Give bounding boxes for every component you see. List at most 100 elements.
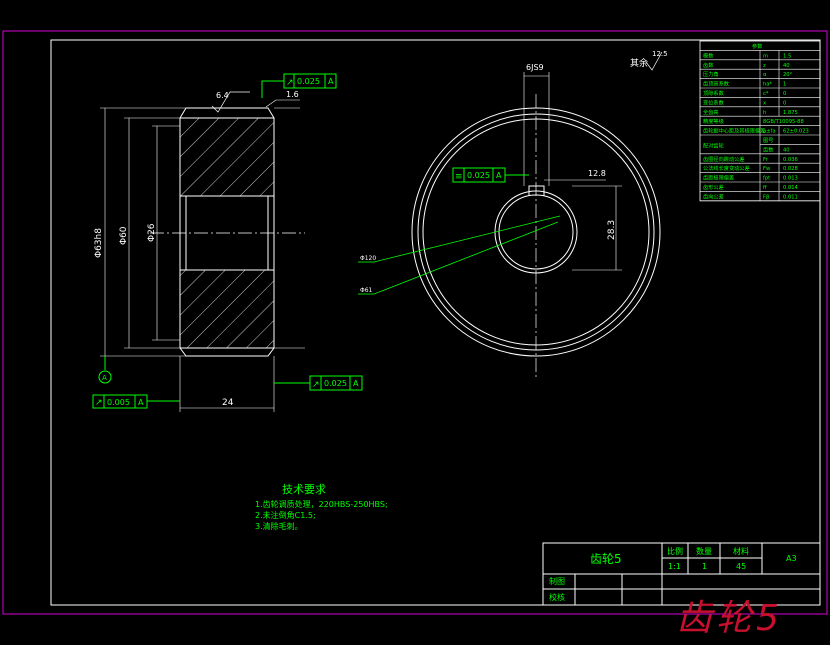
dim-outer-diameter: Φ63h8 (94, 228, 104, 258)
gear-table-value: 8GB/T10095-88 (763, 119, 804, 125)
datum-a-label: A (102, 374, 107, 382)
gear-table-value: 20° (783, 72, 793, 78)
title-block: 齿轮5 比例 数量 材料 1:1 1 45 A3 制图 校核 (542, 542, 821, 606)
svg-text:↗: ↗ (95, 398, 103, 408)
tech-requirements: 技术要求 1.齿轮调质处理，220HBS-250HBS; 2.未注倒角C1.5;… (255, 483, 388, 531)
material-value: 45 (736, 562, 746, 571)
gear-table-header: 参数 (752, 42, 763, 50)
tol-br-datum: A (353, 379, 359, 388)
gear-table-tol-param: 齿形公差 (703, 183, 724, 191)
dim-key-right: 12.8 (588, 169, 606, 178)
gear-table-tol-value: 0.028 (783, 166, 798, 172)
scale-value: 1:1 (668, 562, 681, 571)
tol-bl-datum: A (138, 398, 144, 407)
gear-table-tol-param: 齿圈径向跳动公差 (703, 155, 745, 163)
qty-value: 1 (702, 562, 707, 571)
gear-table-param: 齿轮副中心距及其极限偏差 (703, 127, 765, 135)
gear-table-tol-symbol: Fr (763, 157, 769, 163)
gear-table-tol-symbol: fpt (763, 176, 770, 182)
gear-table-tol-param: 公法线长度变动公差 (703, 164, 750, 172)
dim-width: 24 (222, 398, 234, 408)
gear-table-param: 全齿高 (703, 108, 719, 116)
gear-table-mate-value: 40 (783, 147, 790, 153)
watermark: 齿轮5 (676, 598, 783, 639)
gear-table-tol-param: 齿向公差 (703, 192, 724, 200)
gear-table-symbol: c* (763, 91, 769, 97)
material-label: 材料 (733, 546, 749, 556)
section-view (100, 91, 305, 412)
gear-table-tol-symbol: Fw (763, 166, 771, 172)
gear-table-value: 1.875 (783, 110, 798, 116)
leader-label-1: Φ120 (360, 255, 376, 262)
keyway (528, 185, 545, 196)
tech-item-1: 1.齿轮调质处理，220HBS-250HBS; (255, 499, 388, 509)
gear-table-symbol: ha* (763, 82, 772, 88)
gear-table-tol-value: 0.011 (783, 194, 798, 200)
chamfer-label: 1.6 (286, 90, 299, 99)
qty-label: 数量 (696, 546, 712, 556)
gear-table-value: 1.5 (783, 53, 791, 59)
roughness-other-value: 12.5 (652, 50, 668, 58)
gear-table-param: 变位系数 (703, 98, 725, 106)
gear-table-param: 顶隙系数 (703, 89, 725, 97)
svg-text:≡: ≡ (455, 172, 463, 182)
tech-item-3: 3.清除毛刺。 (255, 521, 303, 531)
gear-table-symbol: h (763, 110, 766, 116)
dim-bore-diameter: Φ26 (147, 223, 157, 242)
datum-a-symbol: A (98, 356, 112, 384)
gear-table-param: 齿数 (703, 61, 714, 69)
gear-table-tol-symbol: ff (763, 185, 767, 191)
dim-bore-depth: 28.3 (607, 220, 617, 240)
dim-keyway-width: 6JS9 (526, 63, 544, 72)
gear-table-value: 0 (783, 91, 786, 97)
gear-table-symbol: z (763, 63, 766, 69)
gear-table-value: 40 (783, 63, 790, 69)
gear-table-value: 62±0.023 (783, 129, 809, 135)
gear-table-param: 压力角 (703, 70, 719, 78)
roughness-other: 其余 12.5 (630, 50, 668, 71)
key-sym-datum: A (496, 171, 502, 180)
scale-label: 比例 (667, 546, 683, 556)
front-view: ≡ (358, 72, 661, 380)
checked-label: 校核 (549, 592, 565, 602)
part-name: 齿轮5 (590, 552, 622, 566)
gear-table-param: 精度等级 (703, 117, 724, 125)
sheet-size: A3 (786, 554, 797, 563)
gear-table-symbol: a±fa (763, 129, 776, 135)
svg-text:↗: ↗ (312, 380, 320, 390)
gear-table-tol-value: 0.013 (783, 176, 798, 182)
inner-frame (50, 39, 821, 606)
gear-table-param: 齿顶高系数 (703, 80, 730, 88)
tol-top-value: 0.025 (297, 77, 320, 86)
section-outline (179, 107, 275, 357)
tol-frame-bottom-left: ↗ 0.005 A (92, 394, 180, 409)
gear-table-tol-param: 齿距极限偏差 (703, 174, 734, 182)
gear-table-tol-symbol: Fβ (763, 194, 769, 200)
tol-frame-top: ↗ 0.025 A (261, 73, 337, 98)
gear-table-value: 0 (783, 100, 786, 106)
roughness-top: 6.4 (216, 91, 229, 100)
tol-bl-value: 0.005 (107, 398, 130, 407)
gear-table-symbol: α (763, 72, 767, 78)
gear-table-tol-value: 0.036 (783, 157, 798, 163)
tol-br-value: 0.025 (324, 379, 347, 388)
section-lower-hatch (179, 269, 275, 349)
key-sym-value: 0.025 (467, 171, 490, 180)
tech-title: 技术要求 (282, 483, 326, 496)
drawn-label: 制图 (549, 576, 565, 586)
gear-table-mate-label: 配对齿轮 (703, 141, 724, 149)
outer-frame (2, 30, 828, 615)
gear-table-symbol: x (763, 100, 766, 106)
svg-text:↗: ↗ (286, 78, 294, 88)
gear-table-symbol: m (763, 53, 768, 59)
dim-root-diameter: Φ60 (119, 226, 129, 245)
gear-table-param: 模数 (703, 51, 714, 59)
gear-table-mate-param: 图号 (763, 137, 773, 144)
roughness-other-label: 其余 (630, 57, 648, 69)
leader-label-2: Φ61 (360, 287, 373, 294)
gear-table-tol-value: 0.014 (783, 185, 799, 191)
tech-item-2: 2.未注倒角C1.5; (255, 510, 316, 520)
tol-frame-bottom-right: ↗ 0.025 A (274, 375, 363, 391)
tol-top-datum: A (328, 77, 334, 86)
